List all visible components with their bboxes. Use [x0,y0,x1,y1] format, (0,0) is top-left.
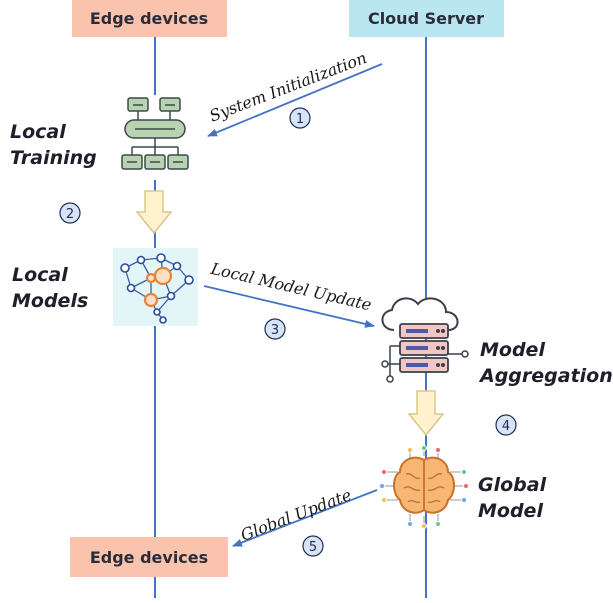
svg-text:3: 3 [271,323,279,338]
svg-text:1: 1 [296,112,304,127]
svg-text:2: 2 [66,207,74,222]
edge-devices-bottom: Edge devices [70,537,228,577]
system-initialization-label: System Initialization [207,48,370,126]
svg-text:Edge devices: Edge devices [90,9,208,28]
step-1-marker: 1 [289,107,311,129]
local-model-update-arrow [203,285,375,328]
svg-text:Training: Training [10,147,97,169]
svg-text:Global: Global [478,474,547,496]
down-arrow-training-icon [135,190,173,235]
svg-text:Model: Model [478,500,543,522]
step-3-marker: 3 [264,318,286,340]
svg-text:Local: Local [12,264,68,286]
svg-text:Models: Models [12,290,88,312]
local-training-label: Local Training [10,121,97,169]
step-4-marker: 4 [495,414,517,436]
cloud-server-icon [381,297,469,383]
svg-text:Aggregation: Aggregation [478,365,613,387]
flowchart-icon [120,95,200,180]
svg-text:Local: Local [10,121,66,143]
global-model-label: Global Model [478,474,547,522]
global-update-arrow [232,489,378,547]
model-aggregation-label: Model Aggregation [478,339,613,387]
global-update-label: Global Update [238,485,354,545]
svg-text:5: 5 [309,540,317,555]
step-2-marker: 2 [59,202,81,224]
brain-icon [379,445,469,529]
system-initialization-arrow [207,63,383,137]
svg-text:Model: Model [480,339,545,361]
local-models-label: Local Models [12,264,88,312]
cloud-server-header: Cloud Server [349,0,504,37]
edge-devices-header: Edge devices [72,0,227,37]
down-arrow-aggregation-icon [407,390,445,437]
svg-text:Cloud Server: Cloud Server [368,9,484,28]
svg-text:4: 4 [502,419,510,434]
neural-network-icon [113,248,198,326]
svg-text:Edge devices: Edge devices [90,548,208,567]
step-5-marker: 5 [302,535,324,557]
